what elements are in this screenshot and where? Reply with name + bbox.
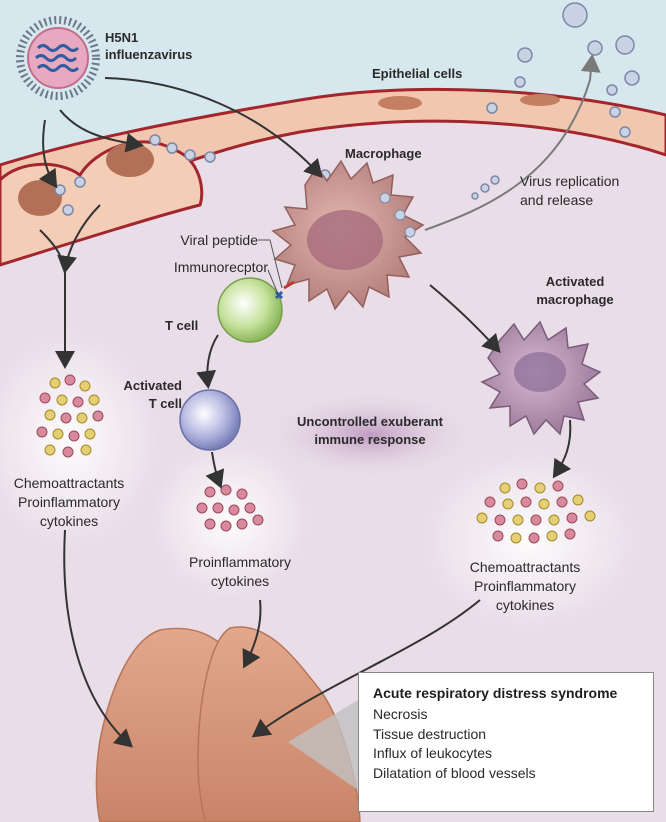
activated-label: Activated: [123, 378, 182, 393]
callout-pointer: [288, 700, 358, 790]
activated-t-cell-label: T cell: [148, 396, 182, 411]
virus-to-epithelium-arrow-2: [59, 109, 144, 153]
macrophage-activation-arrow: [429, 284, 501, 353]
ards-title: Acute respiratory distress syndrome: [373, 685, 618, 701]
left-cytokines-to-lung-arrow: [63, 529, 133, 748]
virus-to-epithelium-arrow: [38, 119, 58, 189]
virus-type-label: influenzavirus: [105, 47, 193, 62]
immunoreceptor-pointer: [267, 269, 279, 295]
right-cytokines-label-3: cytokines: [495, 597, 555, 613]
epithelial-nucleus: [378, 96, 422, 110]
uncontrolled-response-label-1: Uncontrolled exuberant: [297, 414, 443, 429]
virions: [54, 2, 640, 216]
ards-box: Acute respiratory distress syndrome Necr…: [358, 672, 654, 812]
virus-replication-label: Virus replication: [520, 173, 620, 189]
arrows: [38, 77, 572, 748]
macrophage-cell: [271, 159, 425, 311]
and-release-label: and release: [520, 192, 594, 208]
uncontrolled-response-label-2: immune response: [314, 432, 426, 447]
immune-response-glow: [260, 390, 480, 480]
glow: [150, 440, 310, 600]
activated-macrophage-to-cytokines-arrow: [552, 419, 572, 479]
macrophage-label: Macrophage: [345, 146, 422, 161]
t-cell: [217, 277, 283, 343]
cytokine-cluster-right: [476, 478, 596, 544]
virus-name-label: H5N1: [105, 30, 139, 45]
middle-cytokines-label-1: Proinflammatory: [189, 554, 291, 570]
h5n1-virus-icon: [16, 16, 100, 100]
epithelial-nucleus: [520, 94, 560, 106]
left-cytokines-label-3: cytokines: [39, 513, 99, 529]
ards-item: Tissue destruction: [373, 725, 487, 742]
epithelial-cells-label: Epithelial cells: [372, 66, 463, 81]
ards-item: Influx of leukocytes: [373, 745, 493, 762]
t-cell-label: T cell: [165, 318, 199, 333]
left-cytokines-label-2: Proinflammatory: [18, 494, 120, 510]
right-cytokines-label-1: Chemoattractants: [469, 559, 581, 575]
immunoreceptor-label: Immunorecptor: [173, 259, 268, 275]
immunoreceptor: [274, 290, 284, 300]
middle-cytokines-to-lung-arrow: [242, 599, 262, 669]
epithelial-nucleus: [106, 143, 154, 177]
ards-item: Dilatation of blood vessels: [373, 764, 536, 781]
activated-macrophage-label-2: macrophage: [536, 292, 614, 307]
activated-t-cell: [179, 389, 241, 451]
activated-macrophage-cell: [480, 320, 602, 436]
right-cytokines-label-2: Proinflammatory: [474, 578, 576, 594]
right-cytokines-to-lung-arrow: [251, 599, 481, 738]
virus-release-arrow: [424, 54, 601, 231]
glow: [0, 330, 160, 550]
middle-cytokines-label-2: cytokines: [210, 573, 270, 589]
epithelial-nucleus: [18, 180, 62, 216]
cytokine-cluster-left: [36, 374, 104, 458]
virus-to-macrophage-arrow: [104, 77, 323, 178]
activated-macrophage-label-1: Activated: [545, 274, 605, 289]
t-cell-activation-arrow: [196, 334, 219, 389]
ards-item: Necrosis: [373, 706, 428, 722]
viral-peptide: [283, 280, 295, 290]
viral-peptide-pointer: [258, 239, 283, 289]
left-cytokines-label-1: Chemoattractants: [13, 475, 125, 491]
viral-peptide-label: Viral peptide: [180, 232, 258, 248]
lungs: [95, 626, 361, 822]
activated-t-cell-to-cytokines-arrow: [205, 451, 225, 489]
